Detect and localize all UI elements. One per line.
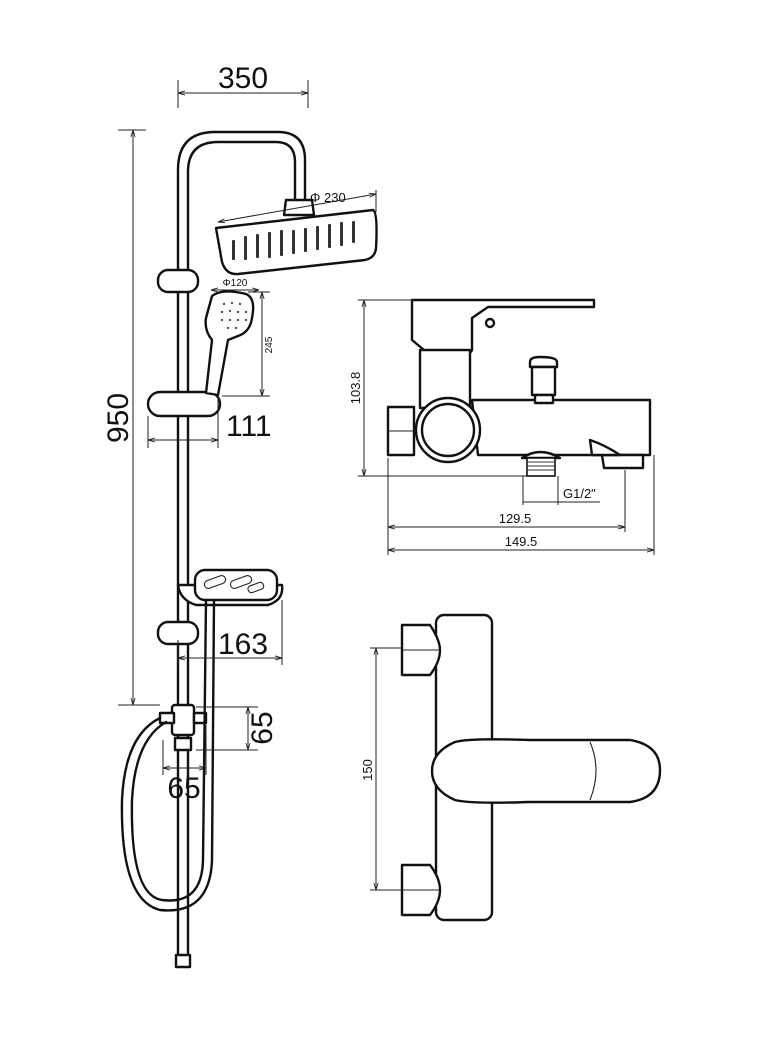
outlet-width-label: 65 [167,772,200,805]
wall-bracket-top [156,268,200,294]
shower-rail [176,130,307,967]
hand-shower [204,290,255,397]
mixer-height-label: 103.8 [348,372,363,405]
hand-length-label: 245 [264,336,275,353]
thread-label: G1/2" [563,486,596,501]
total-length-label: 149.5 [505,534,538,549]
outlet-height-label: 65 [246,711,279,744]
hose-nut [174,953,192,969]
center-distance-label: 150 [360,759,375,781]
mixer-top-view [400,613,662,922]
hand-shower-holder [146,390,222,418]
mixer-top-dimensions: 150 [360,647,402,891]
soap-dish [176,568,284,607]
mixer-side-view [386,298,652,477]
shower-dimensions: 350 Φ 230 Φ120 245 950 111 163 65 65 [102,62,376,805]
shower-hose [120,598,216,912]
spout-length-label: 129.5 [499,511,532,526]
holder-offset-label: 111 [226,410,272,443]
hand-diameter-label: Φ120 [223,278,248,289]
soap-dish-offset-label: 163 [218,628,268,661]
rain-shower-head [214,208,378,276]
mixer-side-dimensions: 103.8 G1/2" 129.5 149.5 [348,299,655,555]
head-diameter-label: Φ 230 [310,190,346,205]
height-950-label: 950 [102,393,135,443]
diverter-outlet [158,703,208,752]
shower-column [120,130,378,969]
width-350-label: 350 [218,62,268,95]
